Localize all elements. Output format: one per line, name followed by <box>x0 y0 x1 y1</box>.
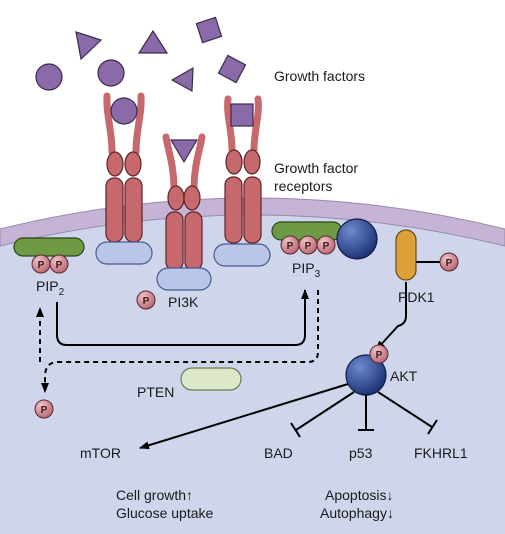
phosphate-label: P <box>143 296 150 307</box>
pip2-to-pip3-arrow <box>56 289 309 346</box>
receptor-arm <box>190 133 206 192</box>
pi3k-subunit <box>95 241 153 265</box>
pip2-lipid-bar <box>13 237 85 257</box>
cell-cytoplasm <box>0 209 505 534</box>
pdk1-label: PDK1 <box>398 289 435 305</box>
akt-at-membrane <box>336 218 378 260</box>
growth-factor-circle-ligand <box>35 63 63 91</box>
bound-triangle-ligand <box>169 139 199 164</box>
cell-growth-label: Cell growth↑ <box>116 487 193 503</box>
receptor-transmembrane-segment <box>224 176 243 244</box>
pdk1-to-akt-arrow <box>375 282 407 351</box>
receptors-label-line2: receptors <box>274 178 332 194</box>
p53-label: p53 <box>349 445 373 461</box>
phosphate-label: P <box>305 241 312 252</box>
akt-inhibits-fkhrl1 <box>377 391 438 435</box>
akt-phosphate <box>369 344 389 364</box>
receptor-arm <box>224 95 236 154</box>
pten-protein <box>180 367 242 391</box>
pip2-label: PIP2 <box>36 278 65 298</box>
pten-label: PTEN <box>137 384 174 400</box>
phosphate-label: P <box>287 241 294 252</box>
receptor-hinge <box>243 149 261 175</box>
receptor-arm <box>132 92 145 156</box>
bound-square-ligand <box>230 103 254 127</box>
receptor-transmembrane-segment <box>184 211 203 271</box>
pip3-phosphate-3 <box>316 235 336 255</box>
pi3k-subunit <box>156 267 212 291</box>
phosphate-label: P <box>41 405 48 416</box>
growth-factor-triangle-ligand <box>75 31 103 61</box>
autophagy-label: Autophagy↓ <box>320 505 394 521</box>
pdk1-phosphate <box>439 252 459 272</box>
released-phosphate <box>34 399 54 419</box>
receptor-arm <box>103 92 116 156</box>
receptor-arm <box>250 95 262 154</box>
growth-factor-square-ligand <box>195 16 223 44</box>
growth-factor-square-ligand <box>217 54 247 84</box>
phosphate-label: P <box>323 241 330 252</box>
receptor-transmembrane-segment <box>165 211 184 271</box>
receptor-hinge <box>124 151 142 177</box>
mtor-label: mTOR <box>80 445 121 461</box>
receptor-hinge <box>225 149 243 175</box>
pi3k-label: PI3K <box>168 294 199 310</box>
growth-factor-triangle-ligand <box>170 66 194 92</box>
pip2-phosphate-2 <box>49 254 69 274</box>
bound-circle-ligand <box>110 97 138 125</box>
apoptosis-label: Apoptosis↓ <box>325 487 393 503</box>
receptor-transmembrane-segment <box>243 176 262 244</box>
pip3-label: PIP3 <box>292 260 321 280</box>
receptor-transmembrane-segment <box>124 177 143 243</box>
receptor-transmembrane-segment <box>105 177 124 243</box>
akt-label: AKT <box>390 368 418 384</box>
growth-factor-triangle-ligand <box>137 29 169 54</box>
pi3k-subunit <box>213 243 271 267</box>
fkhrl1-label: FKHRL1 <box>414 445 468 461</box>
growth-factor-receptor-3 <box>213 95 271 267</box>
pi3k-phosphate <box>136 290 156 310</box>
akt-to-mtor-arrow <box>139 383 349 450</box>
receptor-hinge <box>167 185 185 211</box>
receptor-hinge <box>106 151 124 177</box>
bad-label: BAD <box>264 445 293 461</box>
akt-inhibits-p53 <box>358 395 374 431</box>
pten-dephosphorylation-arrow <box>41 290 319 393</box>
growth-factors-label: Growth factors <box>274 68 365 84</box>
phosphate-label: P <box>56 260 63 271</box>
growth-factor-receptor-1 <box>95 92 153 265</box>
growth-factor-circle-ligand <box>97 59 125 87</box>
phosphate-label: P <box>376 350 383 361</box>
receptor-hinge <box>183 185 201 211</box>
receptor-arm <box>162 133 178 192</box>
glucose-uptake-label: Glucose uptake <box>116 505 213 521</box>
akt-inhibits-bad <box>290 391 355 438</box>
growth-factor-receptor-2 <box>156 133 212 291</box>
receptors-label-line1: Growth factor <box>274 160 358 176</box>
phosphate-label: P <box>446 258 453 269</box>
pdk1-protein <box>395 229 417 281</box>
phosphate-label: P <box>38 260 45 271</box>
